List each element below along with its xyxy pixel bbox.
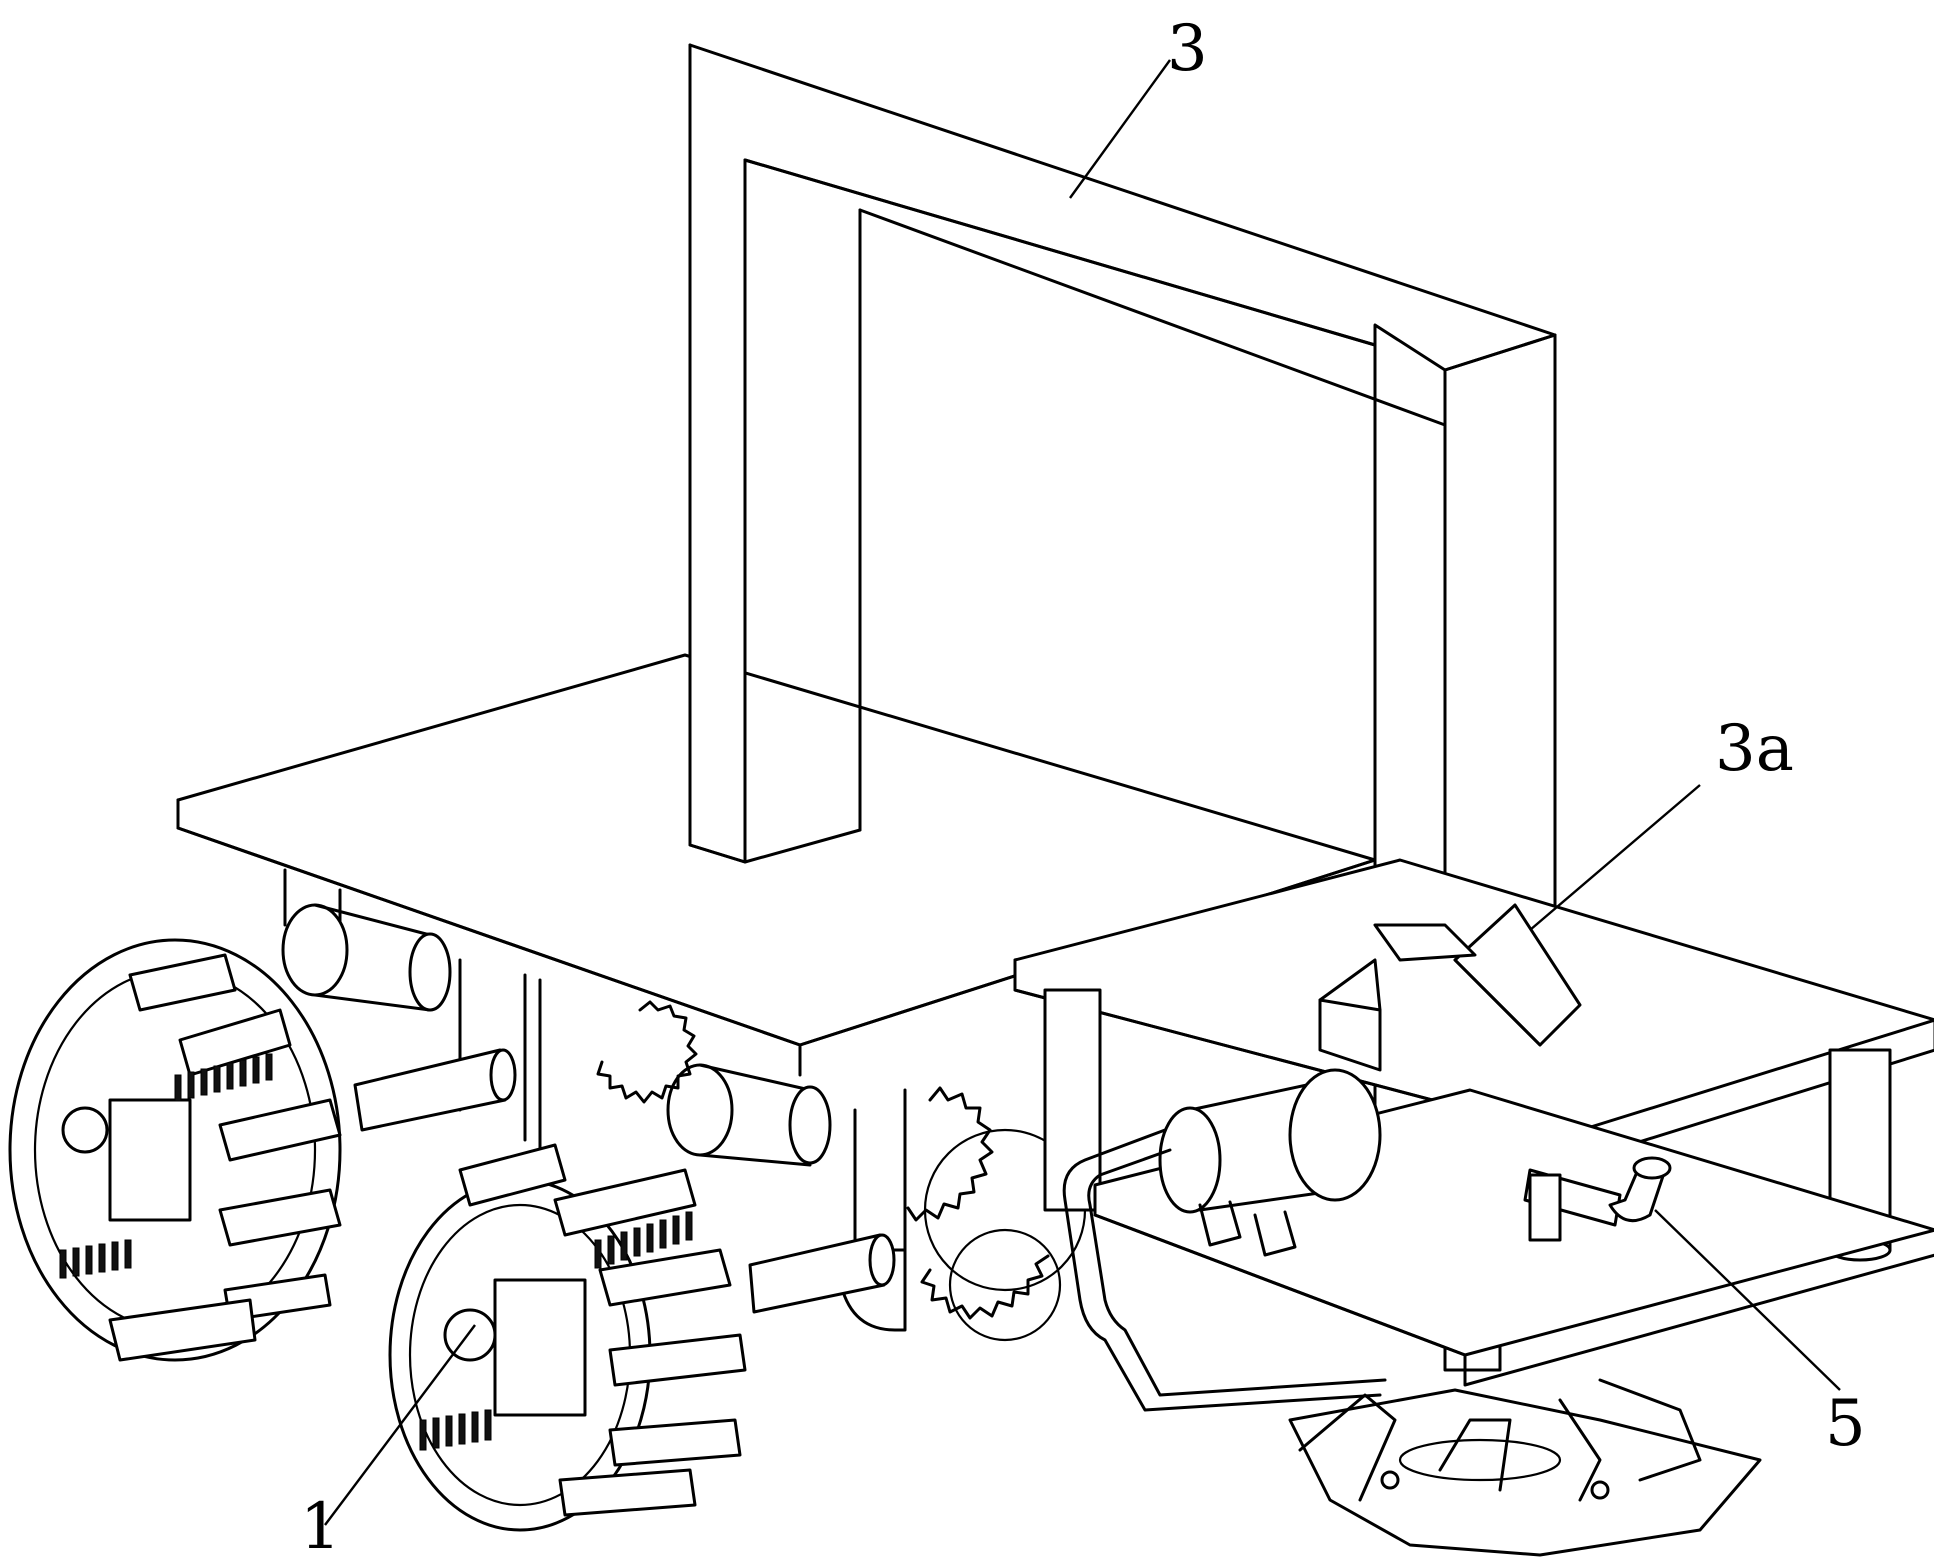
label-wheel: 1: [300, 1490, 341, 1558]
frame-base-brackets: [1318, 903, 1582, 1072]
spreader-assembly: [1288, 1378, 1762, 1557]
pump-motor: [1158, 1068, 1382, 1257]
leader-3a: [1529, 784, 1701, 931]
wheel-rear: [8, 938, 342, 1362]
side-tube: [1062, 1128, 1387, 1412]
leader-1: [324, 1324, 476, 1526]
label-frame-base: 3a: [1715, 712, 1794, 786]
axles: [353, 1048, 896, 1314]
label-frame: 3: [1167, 12, 1208, 86]
leader-3: [1069, 59, 1171, 199]
pipe-elbow: [1523, 1156, 1672, 1242]
wheel-front: [388, 1143, 747, 1532]
leader-lines: [324, 59, 1841, 1526]
label-pump-nozzle: 5: [1825, 1387, 1866, 1461]
leader-5: [1654, 1209, 1841, 1391]
